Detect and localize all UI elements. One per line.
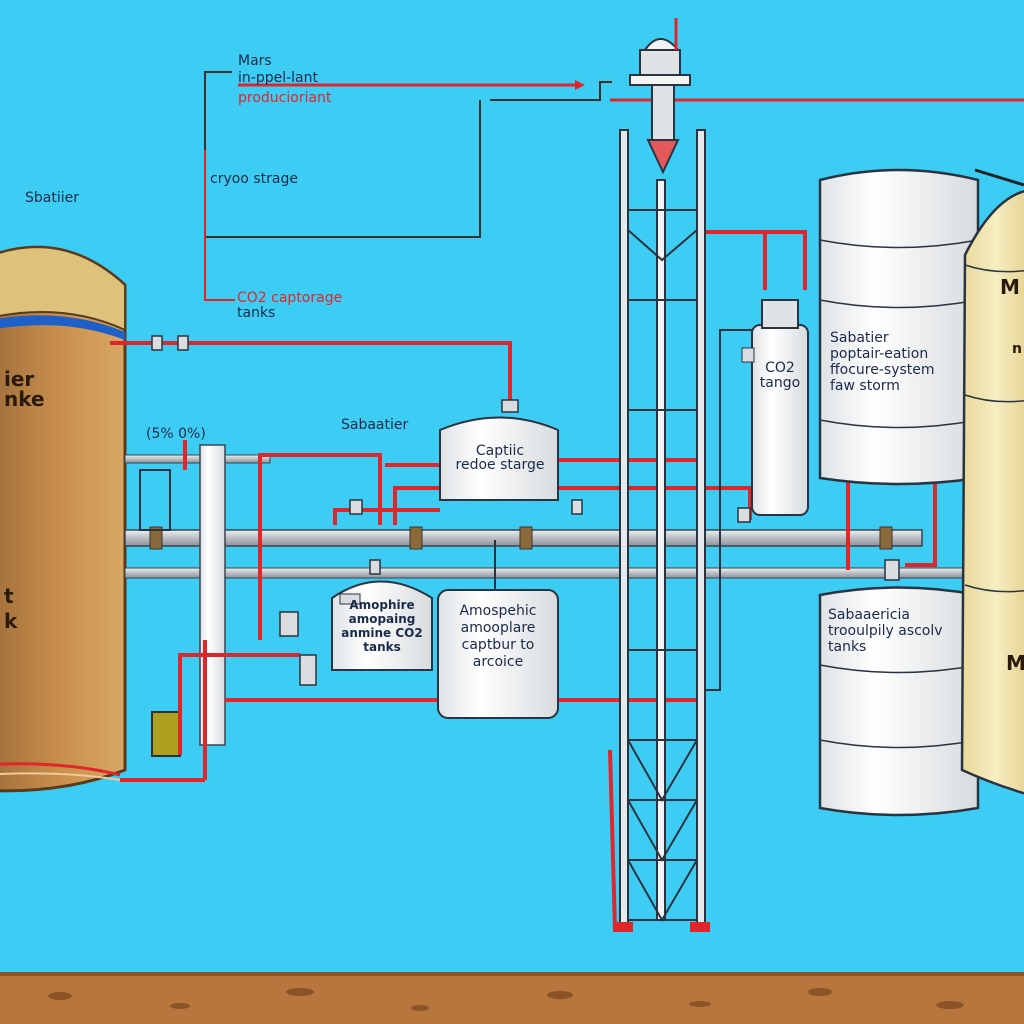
sabaatier-mid-label: Sabaatier [341, 417, 409, 433]
left-tank-label-1: ier [4, 367, 35, 391]
captic-redoe-tank [439, 416, 559, 501]
amophire-label-3: anmine CO2 [341, 626, 423, 640]
right-lower-label-3: tanks [828, 639, 867, 655]
right-sabatier-tank [818, 168, 980, 486]
left-vertical-column [139, 444, 299, 757]
co2-tango-label-1: CO2 [765, 360, 795, 376]
far-right-label-2: n [1012, 341, 1022, 357]
red-process-pipes [110, 230, 937, 931]
amophire-label-1: Amophire [349, 598, 415, 612]
co2-captorage-tanks-label: tanks [237, 305, 276, 321]
percent-readout: (5% 0%) [146, 426, 206, 442]
left-tank-label-4: k [4, 609, 18, 633]
title-line-1: Mars [238, 53, 272, 69]
title-line-2: in-ppel-lant [238, 70, 318, 86]
amophire-label-4: tanks [363, 640, 401, 654]
ground-strip [0, 972, 1024, 1024]
right-tank-label-3: ffocure-system [830, 362, 935, 378]
right-lower-label-2: trooulpily ascolv [828, 623, 943, 639]
far-right-label-1: M [1000, 275, 1020, 299]
amospehic-label-2: amooplare [460, 620, 536, 636]
right-tank-label-2: poptair-eation [830, 346, 929, 362]
title-line-3: producioriant [238, 90, 332, 106]
left-tank-label-2: nke [4, 387, 45, 411]
co2-tango-tank [705, 299, 809, 691]
right-tank-label-1: Sabatier [830, 330, 889, 346]
amophire-tank [331, 580, 433, 671]
left-storage-tank [0, 245, 127, 793]
far-right-label-3: M [1006, 651, 1024, 675]
co2-captorage-label: CO2 captorage [237, 290, 343, 306]
captic-label-1: Captiic [475, 443, 525, 459]
left-tank-label-3: t [4, 584, 14, 608]
amophire-label-2: amopaing [348, 612, 416, 626]
captic-label-2: redoe starge [455, 457, 545, 473]
main-header-pipe [124, 454, 1024, 579]
right-tank-label-4: faw storm [830, 378, 900, 394]
amospehic-label-1: Amospehic [459, 603, 537, 619]
central-lattice-tower [613, 18, 710, 932]
right-lower-label-1: Sabaaericia [828, 607, 910, 623]
right-lower-tank [818, 586, 980, 817]
co2-tango-label-2: tango [759, 375, 801, 391]
amospehic-label-4: arcoice [472, 654, 524, 670]
sbatiier-label: Sbatiier [25, 190, 79, 206]
amospehic-tank [437, 540, 559, 719]
annotation-leaders [204, 71, 1024, 301]
amospehic-label-3: captbur to [461, 637, 535, 653]
cryo-storage-label: cryoo strage [210, 171, 298, 187]
